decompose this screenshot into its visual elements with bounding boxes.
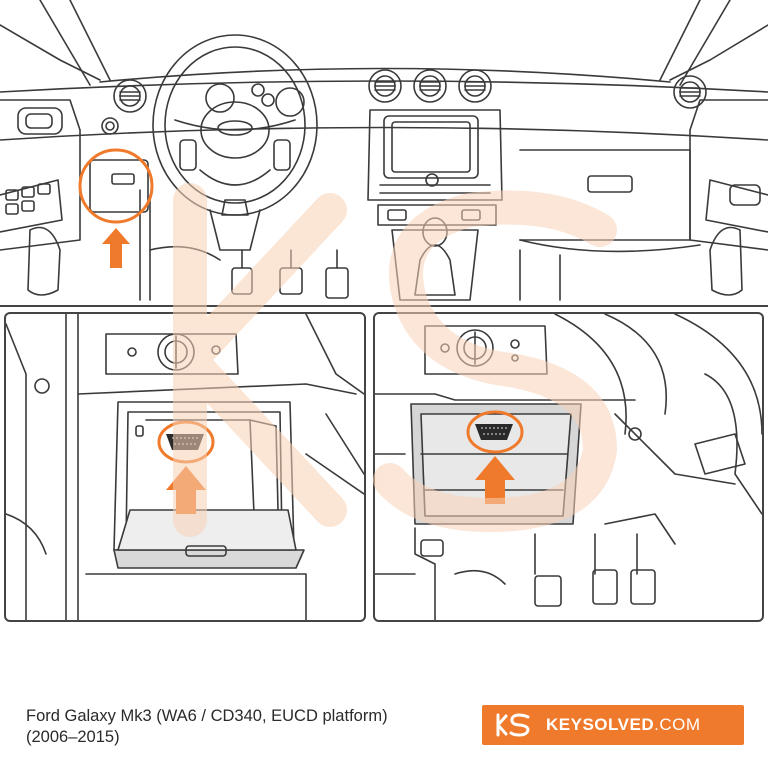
detail-panel-right xyxy=(373,312,764,622)
under-dash-port-illustration xyxy=(375,314,762,620)
up-arrow-icon xyxy=(166,466,206,514)
circle-highlight-icon xyxy=(78,148,154,224)
dashboard-overview-panel xyxy=(0,0,768,306)
brand-badge: KEYSOLVED.COM xyxy=(482,705,744,745)
vehicle-caption-line2: (2006–2015) xyxy=(26,728,120,746)
vehicle-caption: Ford Galaxy Mk3 (WA6 / CD340, EUCD platf… xyxy=(26,706,466,748)
brand-tld: .COM xyxy=(654,715,701,734)
brand-name: KEYSOLVED xyxy=(546,715,655,734)
obd-port-icon xyxy=(475,424,513,440)
panel-divider xyxy=(0,305,768,307)
up-arrow-icon xyxy=(102,228,130,268)
vehicle-caption-line1: Ford Galaxy Mk3 (WA6 / CD340, EUCD platf… xyxy=(26,707,388,725)
obd-port-icon xyxy=(166,434,204,450)
open-compartment-illustration xyxy=(6,314,364,620)
dashboard-overview-illustration xyxy=(0,0,768,301)
ks-logo-icon xyxy=(496,713,530,737)
detail-panel-left xyxy=(4,312,366,622)
